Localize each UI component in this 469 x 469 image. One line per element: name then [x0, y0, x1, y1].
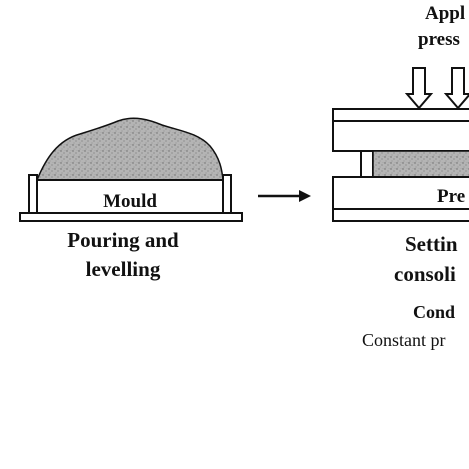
applied-pressure-label-line1: Appl	[425, 3, 465, 24]
mould-right-wall	[222, 174, 232, 214]
mould-left-wall	[28, 174, 38, 214]
condition-text: Constant pr	[362, 330, 446, 350]
press-mould-wall	[360, 150, 374, 178]
setting-caption-line1: Settin	[405, 232, 458, 256]
pouring-caption-line2: levelling	[86, 257, 161, 281]
step-pressing: Appl press Pre Settin consoli Cond Const…	[332, 3, 469, 350]
pressure-arrow-icon	[404, 67, 434, 110]
pressure-arrow-icon	[443, 67, 469, 110]
process-arrow	[258, 190, 311, 202]
bottom-press-plate	[332, 208, 469, 222]
poured-material	[35, 117, 224, 181]
pouring-caption-line1: Pouring and	[67, 228, 179, 252]
setting-caption-line2: consoli	[394, 262, 456, 286]
condition-title: Cond	[413, 302, 455, 322]
compacted-material	[372, 150, 469, 178]
mould-base-plate	[19, 212, 243, 222]
bottom-press-block	[332, 176, 469, 210]
top-press-plate	[332, 108, 469, 122]
applied-pressure-label-line2: press	[418, 29, 460, 50]
mould-label: Mould	[103, 191, 157, 212]
press-label: Pre	[437, 186, 465, 207]
top-press-block	[332, 120, 469, 152]
step-pouring: Mould Pouring and levelling	[19, 117, 243, 281]
